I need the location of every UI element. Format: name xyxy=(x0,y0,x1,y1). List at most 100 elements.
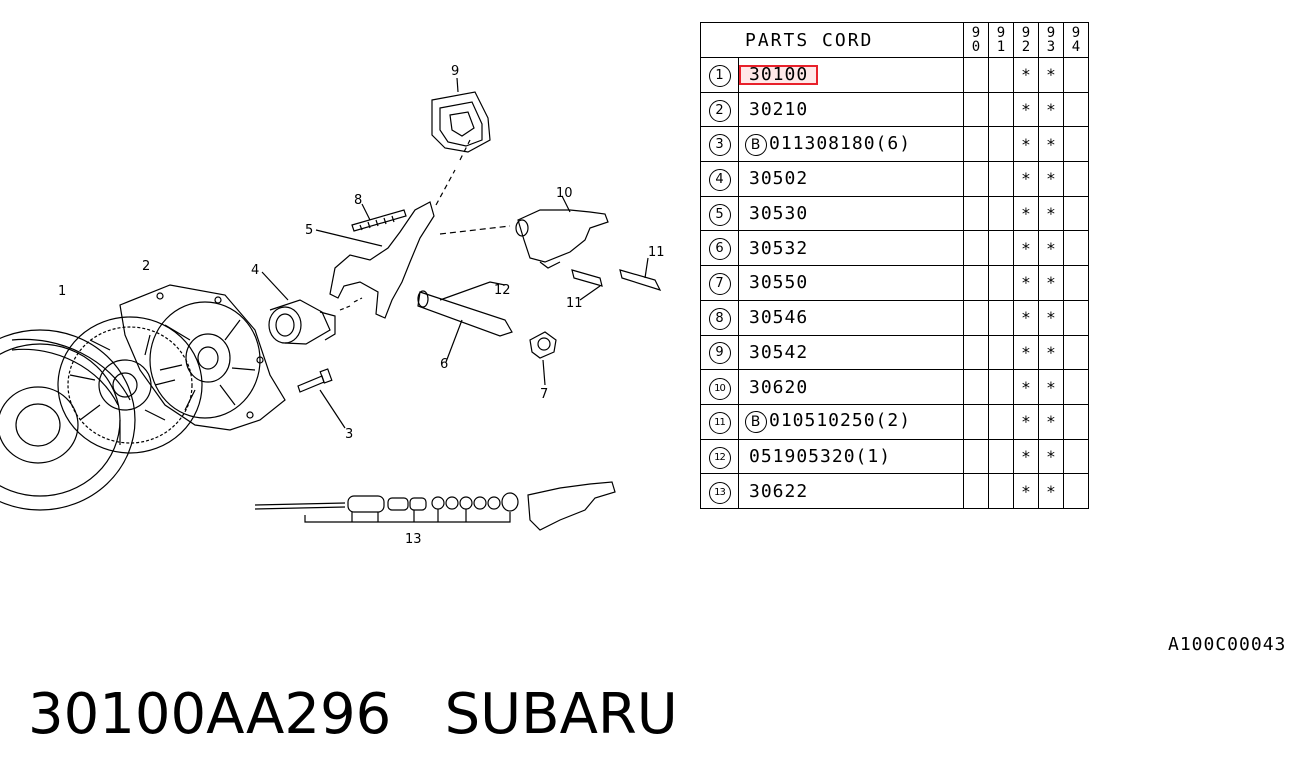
year-header-90: 9 0 xyxy=(963,22,989,58)
part-code: 30532 xyxy=(749,237,809,259)
part-code-highlighted[interactable]: 30100 xyxy=(738,65,819,86)
year-mark-cell: * xyxy=(1013,334,1039,371)
year-mark-cell: * xyxy=(1038,369,1064,405)
availability-mark: * xyxy=(1021,342,1031,362)
part-code-cell: 30550 xyxy=(738,265,964,301)
bolt-3-drawing xyxy=(297,368,346,429)
year-mark-cell xyxy=(1063,299,1089,336)
year-mark-cell: * xyxy=(1038,334,1064,371)
availability-mark: * xyxy=(1046,204,1056,224)
bushing-drawing xyxy=(529,331,557,386)
year-mark-cell: * xyxy=(1013,299,1039,336)
year-mark-cell xyxy=(1063,195,1089,232)
part-code: 010510250(2) xyxy=(769,410,912,432)
year-mark-cell: * xyxy=(1038,438,1064,475)
year-mark-cell xyxy=(963,369,989,405)
year-mark-cell xyxy=(1063,473,1089,509)
year-mark-cell: * xyxy=(1038,91,1064,128)
year-mark-cell xyxy=(1063,403,1089,440)
availability-mark: * xyxy=(1046,238,1056,258)
part-code: 30550 xyxy=(749,272,809,294)
availability-mark: * xyxy=(1046,377,1056,397)
part-code: 30542 xyxy=(749,341,809,363)
year-mark-cell xyxy=(1063,126,1089,163)
year-mark-cell xyxy=(988,57,1014,93)
year-mark-cell xyxy=(1063,161,1089,197)
ref-number: 6 xyxy=(708,238,731,261)
release-fork-drawing xyxy=(315,139,471,319)
year-mark-cell: * xyxy=(1038,299,1064,336)
year-label: 9 2 xyxy=(1021,24,1031,55)
year-mark-cell xyxy=(988,230,1014,267)
ref-number-cell: 8 xyxy=(700,299,739,336)
part-code: 30620 xyxy=(749,376,809,398)
year-mark-cell xyxy=(988,161,1014,197)
availability-mark: * xyxy=(1021,446,1031,466)
callout-3: 3 xyxy=(345,427,353,442)
operating-cylinder-drawing xyxy=(439,195,662,301)
ref-number-cell: 10 xyxy=(700,369,739,405)
year-mark-cell xyxy=(1063,57,1089,93)
ref-number-cell: 12 xyxy=(700,438,739,475)
callout-13: 13 xyxy=(405,532,422,547)
part-code: 051905320(1) xyxy=(749,445,892,467)
year-mark-cell: * xyxy=(1038,195,1064,232)
exploded-parts-diagram: 1 2 3 4 5 6 7 8 9 10 11 11 12 13 xyxy=(0,64,665,547)
year-mark-cell xyxy=(963,230,989,267)
pressure-plate-drawing xyxy=(119,284,286,431)
part-code: 30546 xyxy=(749,307,809,329)
clutch-disc-drawing xyxy=(57,316,203,454)
availability-mark: * xyxy=(1021,134,1031,154)
parts-table-header: PARTS CORD 9 0 9 1 9 2 9 3 9 4 xyxy=(700,22,1089,58)
year-header-94: 9 4 xyxy=(1063,22,1089,58)
year-mark-cell: * xyxy=(1038,126,1064,163)
year-mark-cell xyxy=(988,438,1014,475)
availability-mark: * xyxy=(1046,308,1056,328)
table-row: 13 30622 ** xyxy=(700,473,1089,509)
year-mark-cell xyxy=(1063,334,1089,371)
availability-mark: * xyxy=(1046,134,1056,154)
year-mark-cell: * xyxy=(1013,230,1039,267)
spring-pin-drawing xyxy=(351,203,407,232)
part-code: 30622 xyxy=(749,480,809,502)
year-mark-cell xyxy=(963,403,989,440)
year-mark-cell: * xyxy=(1038,161,1064,197)
callout-11b: 11 xyxy=(566,296,583,311)
ref-number-cell: 13 xyxy=(700,473,739,509)
ref-number: 8 xyxy=(708,307,731,330)
part-code-cell: 30100 xyxy=(738,57,964,93)
callout-labels: 1 2 3 4 5 6 7 8 9 10 11 11 12 13 xyxy=(58,64,665,547)
availability-mark: * xyxy=(1021,412,1031,432)
part-number: 30100AA296 xyxy=(28,682,392,747)
availability-mark: * xyxy=(1021,169,1031,189)
availability-mark: * xyxy=(1046,342,1056,362)
year-mark-cell: * xyxy=(1013,473,1039,509)
callout-4: 4 xyxy=(251,263,259,278)
callout-9: 9 xyxy=(451,64,459,79)
ref-number-cell: 6 xyxy=(700,230,739,267)
table-row: 12 051905320(1) * * xyxy=(700,438,1089,475)
year-mark-cell xyxy=(988,299,1014,336)
availability-mark: * xyxy=(1046,446,1056,466)
availability-mark: * xyxy=(1021,308,1031,328)
table-row: 8 30546 * * xyxy=(700,299,1089,336)
year-mark-cell: * xyxy=(1013,126,1039,163)
part-code: 011308180(6) xyxy=(769,132,912,154)
year-mark-cell xyxy=(1063,230,1089,267)
callout-6: 6 xyxy=(440,357,448,372)
brand-name: SUBARU xyxy=(444,682,678,747)
year-label: 9 1 xyxy=(996,24,1006,55)
ref-number: 7 xyxy=(708,272,731,295)
year-mark-cell: * xyxy=(1038,473,1064,509)
part-code-cell: 051905320(1) xyxy=(738,438,964,475)
year-label: 9 0 xyxy=(971,24,981,55)
availability-mark: * xyxy=(1021,65,1031,85)
availability-mark: * xyxy=(1021,377,1031,397)
part-code-cell: 30622 xyxy=(738,473,964,509)
year-header-91: 9 1 xyxy=(988,22,1014,58)
